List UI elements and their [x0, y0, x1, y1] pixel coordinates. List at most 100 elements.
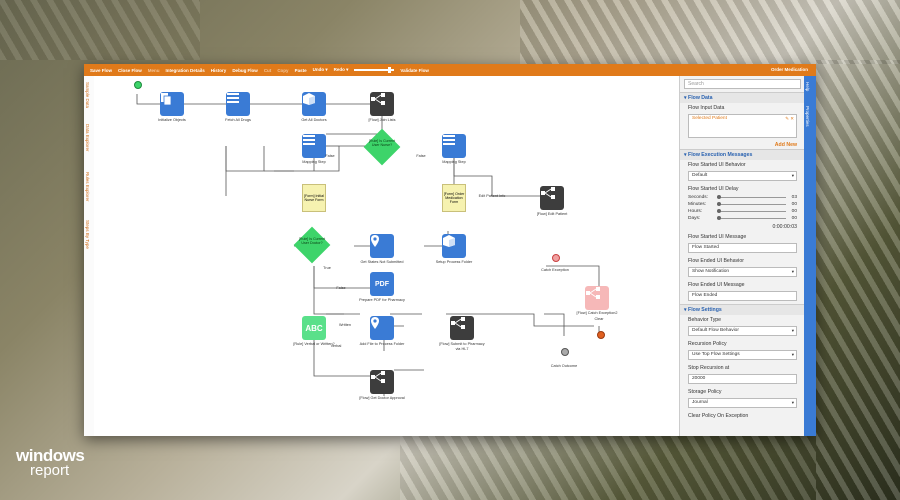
close-flow-button[interactable]: Close Flow — [118, 67, 142, 73]
mapping-step-1-node[interactable] — [302, 134, 326, 158]
flow-name: Order Medication — [770, 67, 808, 72]
delay-total: 0:00:00:03 — [772, 224, 797, 230]
menu-button[interactable]: Menu — [147, 67, 160, 73]
minutes-slider[interactable] — [717, 202, 786, 206]
catch-exception-label: Catch Exception — [541, 268, 569, 272]
minutes-slider-row: Minutes: 00 — [680, 201, 805, 208]
get-doctors-node[interactable] — [302, 92, 326, 116]
zoom-slider-knob[interactable] — [388, 67, 392, 73]
tab-sample-data[interactable]: Sample Data — [85, 82, 90, 109]
edge-label-false-1: False — [325, 154, 335, 158]
stop-recursion-field[interactable]: 20000 — [688, 374, 797, 384]
rule-verbal-or-written-label: [Rule] Verbal or Written? — [293, 342, 335, 346]
redo-button[interactable]: Redo ▾ — [333, 67, 349, 72]
flow-input-data-label: Flow Input Data — [688, 105, 725, 111]
section-flow-settings[interactable]: ▾ Flow Settings — [680, 304, 805, 315]
zoom-slider[interactable] — [354, 67, 395, 73]
flow-input-data-list[interactable]: Selected Patient ✎ ✕ — [688, 114, 797, 138]
search-input[interactable]: Search — [684, 79, 801, 89]
section-flow-data[interactable]: ▾ Flow Data — [680, 92, 805, 103]
started-behavior-select[interactable]: Default▾ — [688, 171, 797, 181]
join-lists-node[interactable] — [370, 92, 394, 116]
debug-flow-button[interactable]: Debug Flow — [232, 67, 258, 73]
validate-flow-button[interactable]: Validate Flow — [400, 67, 429, 73]
slider-label: Minutes: — [688, 202, 707, 207]
cut-button[interactable]: Cut — [263, 67, 272, 73]
slider-knob[interactable] — [717, 195, 721, 199]
chevron-down-icon: ▾ — [791, 269, 794, 274]
slider-value: 03 — [791, 195, 797, 200]
properties-panel: Search ▾ Flow Data Flow Input Data Selec… — [679, 76, 805, 436]
ended-behavior-select[interactable]: Show Notification▾ — [688, 267, 797, 277]
list-icon — [227, 93, 239, 103]
section-title: Flow Data — [688, 95, 713, 101]
hours-slider[interactable] — [717, 209, 786, 213]
edit-close-icon[interactable]: ✎ ✕ — [785, 116, 794, 121]
fetch-drugs-label: Fetch All Drugs — [225, 118, 251, 122]
slider-value: 00 — [791, 202, 797, 207]
subflow-icon — [586, 287, 600, 299]
catch-exception2-node[interactable] — [585, 286, 609, 310]
chevron-down-icon: ▾ — [791, 328, 794, 333]
flow-canvas[interactable]: Initialize Objects Fetch All Drugs Get A… — [94, 76, 679, 436]
history-button[interactable]: History — [210, 67, 227, 73]
integration-details-button[interactable]: Integration Details — [165, 67, 205, 73]
slider-knob[interactable] — [717, 202, 721, 206]
started-message-field[interactable]: Flow Started — [688, 243, 797, 253]
setup-process-folder-node[interactable] — [442, 234, 466, 258]
tab-help[interactable]: Help — [805, 82, 810, 92]
prepare-pdf-node[interactable]: PDF — [370, 272, 394, 296]
add-file-label: Add File to Process Folder — [359, 342, 405, 346]
start-pin-icon[interactable] — [134, 81, 142, 89]
flow-input-item[interactable]: Selected Patient — [692, 116, 727, 121]
get-doctors-label: Get All Doctors — [301, 118, 327, 122]
catch-outcome-pin-icon[interactable] — [561, 348, 569, 356]
clear-policy-label: Clear Policy On Exception — [688, 413, 749, 419]
days-slider[interactable] — [717, 216, 786, 220]
slider-knob[interactable] — [717, 209, 721, 213]
section-flow-execution-messages[interactable]: ▾ Flow Execution Messages — [680, 149, 805, 160]
end-pin-icon[interactable] — [597, 331, 605, 339]
mapping-step-1-label: Mapping Step — [302, 160, 326, 164]
copy-button[interactable]: Copy — [277, 67, 289, 73]
hours-slider-row: Hours:00 — [680, 208, 805, 215]
tab-properties[interactable]: Properties — [805, 106, 810, 127]
undo-button[interactable]: Undo ▾ — [312, 67, 328, 72]
storage-policy-select[interactable]: Journal▾ — [688, 398, 797, 408]
chevron-down-icon: ▾ — [791, 352, 794, 357]
subflow-icon — [371, 371, 385, 383]
catch-exception-pin-icon[interactable] — [552, 254, 560, 262]
select-value: Use Top Flow Settings — [692, 352, 740, 357]
save-flow-button[interactable]: Save Flow — [90, 67, 113, 73]
edit-patient-node[interactable] — [540, 186, 564, 210]
seconds-slider[interactable] — [717, 195, 786, 199]
ended-message-field[interactable]: Flow Ended — [688, 291, 797, 301]
mapping-step-2-node[interactable] — [442, 134, 466, 158]
subflow-icon — [371, 93, 385, 105]
ended-message-label: Flow Ended UI Message — [688, 282, 745, 288]
chevron-down-icon: ▾ — [791, 400, 794, 405]
add-new-link[interactable]: Add New — [774, 142, 797, 148]
behavior-type-select[interactable]: Default Flow Behavior▾ — [688, 326, 797, 336]
app-window: Save Flow Close Flow Menu Integration De… — [84, 64, 816, 436]
tab-steps-by-type[interactable]: Steps By Type — [85, 220, 90, 249]
tab-data-explorer[interactable]: Data Explorer — [85, 124, 90, 152]
windows-report-logo: windows report — [16, 446, 85, 479]
rule-verbal-or-written-node[interactable]: ABC — [302, 316, 326, 340]
paste-button[interactable]: Paste — [294, 67, 307, 73]
add-file-node[interactable] — [370, 316, 394, 340]
get-states-node[interactable] — [370, 234, 394, 258]
slider-knob[interactable] — [717, 216, 721, 220]
edge-label-true: True — [323, 266, 331, 270]
started-message-label: Flow Started UI Message — [688, 234, 747, 240]
initialize-objects-node[interactable] — [160, 92, 184, 116]
fetch-drugs-node[interactable] — [226, 92, 250, 116]
submit-pharmacy-node[interactable] — [450, 316, 474, 340]
initial-nurse-form-node[interactable]: [Form] Initial Nurse Form — [302, 184, 326, 212]
get-doctor-approval-node[interactable] — [370, 370, 394, 394]
order-medication-form-node[interactable]: [Form] Order Medication Form — [442, 184, 466, 212]
edge-label-edit-patient-info: Edit Patient Info — [478, 194, 506, 198]
tab-rules-explorer[interactable]: Rules Explorer — [85, 172, 90, 202]
recursion-policy-select[interactable]: Use Top Flow Settings ▾ — [688, 350, 797, 360]
recursion-policy-label: Recursion Policy — [688, 341, 727, 347]
